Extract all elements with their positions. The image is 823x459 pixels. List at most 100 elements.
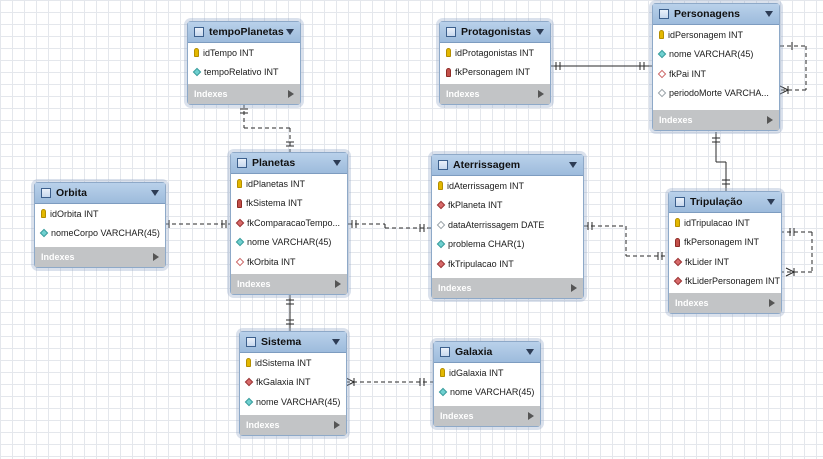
collapse-icon[interactable] xyxy=(286,29,294,35)
collapse-icon[interactable] xyxy=(767,199,775,205)
table-header[interactable]: Personagens xyxy=(653,4,779,25)
table-icon xyxy=(41,188,51,198)
column-row[interactable]: fkLider INT xyxy=(669,252,781,272)
foreign-key-column-icon xyxy=(436,201,446,210)
expand-arrow-icon[interactable] xyxy=(528,412,534,420)
table-header[interactable]: Sistema xyxy=(240,332,346,353)
primary-key-icon xyxy=(440,368,445,378)
table-name: Personagens xyxy=(674,8,740,20)
table-icon xyxy=(675,197,685,207)
table-Protagonistas[interactable]: Protagonistas idProtagonistas INT fkPers… xyxy=(439,21,551,105)
column-row[interactable]: idTripulacao INT xyxy=(669,213,781,233)
expand-arrow-icon[interactable] xyxy=(335,280,341,288)
table-header[interactable]: Planetas xyxy=(231,153,347,174)
collapse-icon[interactable] xyxy=(332,339,340,345)
column-row[interactable]: fkTripulacao INT xyxy=(432,254,583,274)
table-Galaxia[interactable]: Galaxia idGalaxia INT nome VARCHAR(45) I… xyxy=(433,341,541,427)
collapse-icon[interactable] xyxy=(569,162,577,168)
collapse-icon[interactable] xyxy=(765,11,773,17)
column-row[interactable]: fkComparacaoTempo... xyxy=(231,213,347,233)
table-header[interactable]: Orbita xyxy=(35,183,165,204)
column-row[interactable]: tempoRelativo INT xyxy=(188,63,300,83)
table-icon xyxy=(440,347,450,357)
column-row[interactable]: idSistema INT xyxy=(240,353,346,373)
expand-arrow-icon[interactable] xyxy=(153,253,159,261)
table-header[interactable]: Galaxia xyxy=(434,342,540,363)
column-row[interactable]: fkGalaxia INT xyxy=(240,373,346,393)
table-name: Orbita xyxy=(56,187,87,199)
column-row[interactable]: problema CHAR(1) xyxy=(432,235,583,255)
expand-arrow-icon[interactable] xyxy=(769,299,775,307)
column-row[interactable]: dataAterrissagem DATE xyxy=(432,215,583,235)
column-row[interactable]: idOrbita INT xyxy=(35,204,165,224)
primary-key-icon xyxy=(246,358,251,368)
column-row[interactable]: idAterrissagem INT xyxy=(432,176,583,196)
column-row[interactable]: fkPersonagem INT xyxy=(440,63,550,83)
foreign-key-column-icon xyxy=(244,378,254,387)
collapse-icon[interactable] xyxy=(151,190,159,196)
expand-arrow-icon[interactable] xyxy=(571,284,577,292)
column-diamond-icon xyxy=(192,68,202,77)
column-row[interactable]: fkPai INT xyxy=(653,64,779,84)
table-icon xyxy=(446,27,456,37)
expand-arrow-icon[interactable] xyxy=(288,90,294,98)
table-Planetas[interactable]: Planetas idPlanetas INT fkSistema INT fk… xyxy=(230,152,348,295)
table-tempoPlanetas[interactable]: tempoPlanetas idTempo INT tempoRelativo … xyxy=(187,21,301,105)
column-row[interactable]: nome VARCHAR(45) xyxy=(653,45,779,65)
collapse-icon[interactable] xyxy=(333,160,341,166)
column-row[interactable]: idGalaxia INT xyxy=(434,363,540,383)
column-row[interactable]: idProtagonistas INT xyxy=(440,43,550,63)
column-row[interactable]: fkPersonagem INT xyxy=(669,233,781,253)
primary-key-icon xyxy=(446,48,451,58)
table-name: tempoPlanetas xyxy=(209,26,284,38)
column-row[interactable]: idPersonagem INT xyxy=(653,25,779,45)
indexes-bar[interactable]: Indexes xyxy=(231,274,347,294)
indexes-bar[interactable]: Indexes xyxy=(669,293,781,313)
table-header[interactable]: Aterrissagem xyxy=(432,155,583,176)
indexes-bar[interactable]: Indexes xyxy=(440,84,550,104)
table-Tripulacao[interactable]: Tripulação idTripulacao INT fkPersonagem… xyxy=(668,191,782,314)
column-row[interactable]: idTempo INT xyxy=(188,43,300,63)
column-row[interactable]: fkPlaneta INT xyxy=(432,196,583,216)
table-header[interactable]: tempoPlanetas xyxy=(188,22,300,43)
table-icon xyxy=(659,9,669,19)
primary-key-icon xyxy=(41,209,46,219)
column-row[interactable]: idPlanetas INT xyxy=(231,174,347,194)
column-row[interactable]: nome VARCHAR(45) xyxy=(434,383,540,403)
foreign-key-icon xyxy=(675,237,680,247)
expand-arrow-icon[interactable] xyxy=(767,116,773,124)
indexes-bar[interactable]: Indexes xyxy=(35,247,165,267)
table-header[interactable]: Tripulação xyxy=(669,192,781,213)
table-Sistema[interactable]: Sistema idSistema INT fkGalaxia INT nome… xyxy=(239,331,347,436)
column-row[interactable]: nome VARCHAR(45) xyxy=(231,233,347,253)
foreign-key-icon xyxy=(446,67,451,77)
indexes-bar[interactable]: Indexes xyxy=(188,84,300,104)
column-row[interactable]: nomeCorpo VARCHAR(45) xyxy=(35,224,165,244)
table-Personagens[interactable]: Personagens idPersonagem INT nome VARCHA… xyxy=(652,3,780,131)
nullable-foreign-key-icon xyxy=(657,69,667,78)
collapse-icon[interactable] xyxy=(536,29,544,35)
column-row[interactable]: nome VARCHAR(45) xyxy=(240,392,346,412)
column-row[interactable]: fkLiderPersonagem INT xyxy=(669,272,781,292)
table-Aterrissagem[interactable]: Aterrissagem idAterrissagem INT fkPlanet… xyxy=(431,154,584,299)
foreign-key-column-icon xyxy=(673,257,683,266)
column-row[interactable]: fkSistema INT xyxy=(231,194,347,214)
primary-key-icon xyxy=(237,179,242,189)
nullable-foreign-key-icon xyxy=(235,257,245,266)
table-header[interactable]: Protagonistas xyxy=(440,22,550,43)
column-row[interactable]: fkOrbita INT xyxy=(231,252,347,272)
column-row[interactable]: periodoMorte VARCHA... xyxy=(653,84,779,104)
indexes-bar[interactable]: Indexes xyxy=(434,406,540,426)
indexes-bar[interactable]: Indexes xyxy=(653,110,779,130)
foreign-key-column-icon xyxy=(436,259,446,268)
column-diamond-icon xyxy=(657,50,667,59)
collapse-icon[interactable] xyxy=(526,349,534,355)
indexes-bar[interactable]: Indexes xyxy=(240,415,346,435)
expand-arrow-icon[interactable] xyxy=(334,421,340,429)
primary-key-icon xyxy=(438,181,443,191)
table-Orbita[interactable]: Orbita idOrbita INT nomeCorpo VARCHAR(45… xyxy=(34,182,166,268)
table-icon xyxy=(237,158,247,168)
indexes-bar[interactable]: Indexes xyxy=(432,278,583,298)
expand-arrow-icon[interactable] xyxy=(538,90,544,98)
